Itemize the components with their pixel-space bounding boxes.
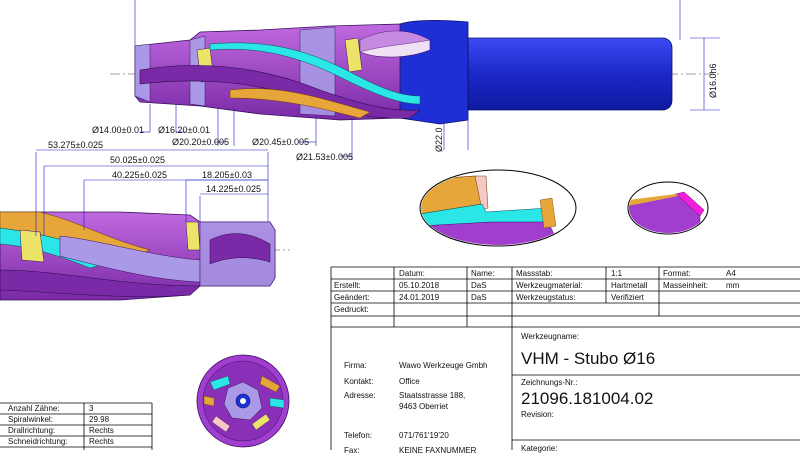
dim-l18: 18.205±0.03: [202, 170, 252, 180]
dim-d20-2: Ø20.20±0.005: [172, 137, 229, 147]
row-gedruckt-label: Gedruckt:: [334, 305, 369, 314]
zeichnungsnr-label: Zeichnungs-Nr.:: [521, 378, 578, 387]
dim-d14: Ø14.00±0.01: [92, 125, 144, 135]
adresse-line1: Staatsstrasse 188,: [399, 391, 466, 400]
material-value: Hartmetall: [611, 281, 648, 290]
masseinheit-label: Masseinheit:: [663, 281, 708, 290]
kategorie-label: Kategorie:: [521, 444, 558, 453]
dim-d22: Ø22.0: [434, 127, 444, 152]
row-erstellt-name: DaS: [471, 281, 487, 290]
spec-value: Rechts: [89, 437, 114, 446]
revision-label: Revision:: [521, 410, 554, 419]
firma-label: Firma:: [344, 361, 367, 370]
status-label: Werkzeugstatus:: [516, 293, 576, 302]
dim-l40: 40.225±0.025: [112, 170, 167, 180]
adresse-label: Adresse:: [344, 391, 376, 400]
spec-value: 3: [89, 404, 94, 413]
row-geaendert-date: 24.01.2019: [399, 293, 440, 302]
spec-label: Schneidrichtung:: [8, 437, 68, 446]
kontakt-value: Office: [399, 377, 420, 386]
header-massstab: Massstab:: [516, 269, 553, 278]
row-geaendert-label: Geändert:: [334, 293, 370, 302]
tool-side-view-bottom: [0, 211, 290, 301]
kontakt-label: Kontakt:: [344, 377, 374, 386]
werkzeugname-label: Werkzeugname:: [521, 332, 580, 341]
header-format: Format:: [663, 269, 691, 278]
adresse-line2: 9463 Oberriet: [399, 402, 448, 411]
firma-value: Wawo Werkzeuge Gmbh: [399, 361, 488, 370]
spec-value: 29.98: [89, 415, 110, 424]
status-value: Verifiziert: [611, 293, 644, 302]
detail-view-1: [419, 169, 577, 247]
header-format-value: A4: [726, 269, 736, 278]
werkzeugname-value: VHM - Stubo Ø16: [521, 349, 656, 368]
tool-end-view: [196, 354, 290, 448]
title-block-grid: [0, 266, 800, 450]
dim-l50: 50.025±0.025: [110, 155, 165, 165]
zeichnungsnr-value: 21096.181004.02: [521, 389, 654, 408]
dimension-lines-bottom: [35, 149, 269, 236]
spec-label: Drallrichtung:: [8, 426, 56, 435]
row-erstellt-label: Erstellt:: [334, 281, 361, 290]
dim-d21-53: Ø21.53±0.005: [296, 152, 353, 162]
telefon-label: Telefon:: [344, 431, 373, 440]
dim-d16-2: Ø16.20±0.01: [158, 125, 210, 135]
telefon-value: 071/761'19'20: [399, 431, 449, 440]
row-erstellt-date: 05.10.2018: [399, 281, 440, 290]
header-massstab-value: 1:1: [611, 269, 623, 278]
dim-l14: 14.225±0.025: [206, 184, 261, 194]
spec-label: Anzahl Zähne:: [8, 404, 60, 413]
dim-l53: 53.275±0.025: [48, 140, 103, 150]
material-label: Werkzeugmaterial:: [516, 281, 583, 290]
row-geaendert-name: DaS: [471, 293, 487, 302]
fax-label: Fax:: [344, 446, 360, 455]
header-name: Name:: [471, 269, 495, 278]
dimension-lines: [134, 0, 720, 160]
tool-side-view-top: [110, 20, 720, 125]
dim-d20-45: Ø20.45±0.005: [252, 137, 309, 147]
detail-view-2: [627, 181, 709, 235]
spec-value: Rechts: [89, 426, 114, 435]
header-datum: Datum:: [399, 269, 425, 278]
spec-label: Spiralwinkel:: [8, 415, 53, 424]
dim-d16h6: Ø16.0h6: [708, 63, 718, 98]
fax-value: KEINE FAXNUMMER: [399, 446, 477, 455]
masseinheit-value: mm: [726, 281, 740, 290]
